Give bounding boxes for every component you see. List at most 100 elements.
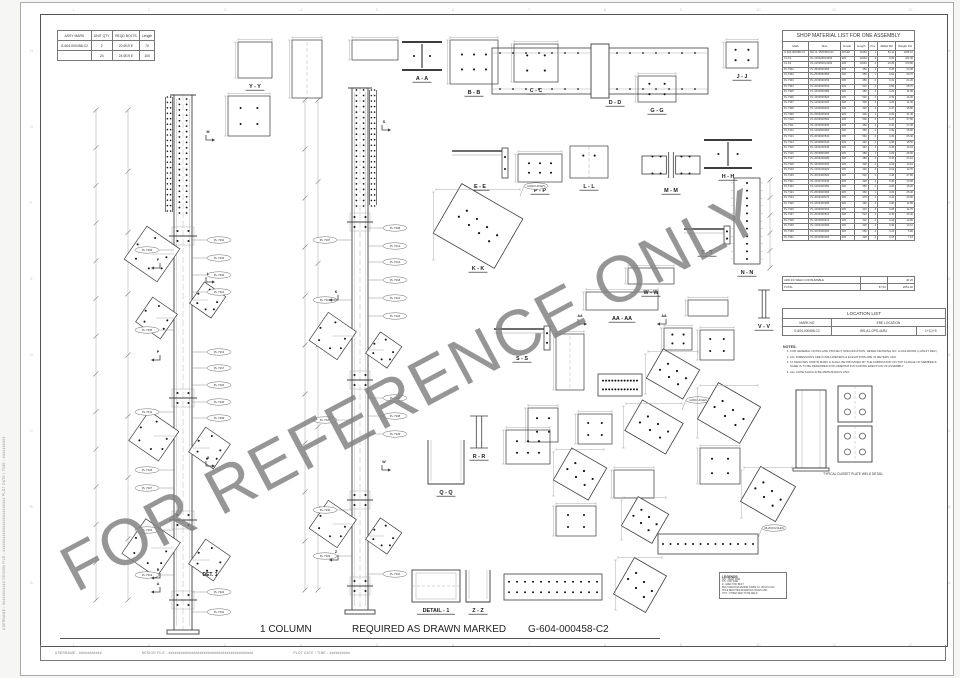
bolt-dot [747,48,750,51]
bolt-dot [734,423,737,427]
bolt-dot [577,88,579,90]
bolt-dot [185,212,188,214]
bolt-dot [178,184,181,187]
bolt-dot [465,209,468,212]
bolt-dot [139,426,142,429]
bolt-dot [566,513,570,517]
bolt-dot [734,48,737,51]
grid-number-bottom: 5 [376,642,379,647]
bolt-dot [166,177,169,180]
bolt-dot [187,513,190,517]
material-cell: G-604-000458-C2 [781,50,810,57]
bolt-dot [166,166,169,169]
bolt-dot [364,493,367,497]
section-cut-flag [205,135,212,141]
callout-text: PL.7322 [214,590,225,594]
material-cell: 11.30 [895,100,915,107]
bolt-dot [166,112,169,115]
bolt-dot [362,116,365,119]
bolt-dot [187,391,190,395]
bolt-dot [629,388,632,391]
bolt-dot [770,489,774,493]
rect [675,155,701,175]
bolt-dot [681,88,683,90]
assy-cell: 70 [139,40,155,51]
section-cut-arrow [151,266,154,270]
bolt-dot [370,161,373,163]
section-cut-flag [577,319,584,325]
section-detail [348,36,399,61]
material-cell: PL.7310 [781,117,810,124]
bolt-dot [734,59,737,62]
bolt-dot [605,388,608,391]
bolt-dot [169,161,172,163]
bolt-dot [629,379,632,382]
line [125,597,131,603]
bolt-dot [343,525,346,528]
bolt-dot [318,527,321,530]
bolt-dot [658,368,662,371]
material-cell: 60.70 [895,72,915,79]
section-cut-flag [332,555,339,561]
bolt-dot [370,89,373,91]
assy-header-cell: UNIT QTY [90,30,113,41]
bolt-dot [166,145,169,147]
bolt-dot [616,88,618,90]
bolt-dot [526,54,529,57]
bolt-dot [178,103,181,106]
rect [349,370,371,390]
bolt-dot [392,537,395,540]
callout-text: PL.7321 [390,296,401,300]
bolt-dot [166,96,169,98]
grid-letter-right: F [948,200,951,205]
bolt-dot [746,227,748,230]
bolt-dot [339,347,342,350]
callout-text: PL.7325 [320,418,331,422]
line [93,182,99,189]
section-cut-letter: AA [661,314,667,318]
section-cut-flag [332,295,339,301]
bolt-dot [582,513,586,517]
assy-cell: 24 [90,50,113,61]
bolt-dot [372,352,375,355]
hole-circle [859,448,866,456]
bolt-dot [355,138,358,141]
bolt-dot [178,136,181,138]
material-cell: PL.7306 [781,94,810,102]
grid-letter-right: D [948,352,951,357]
bolt-dot [362,133,365,136]
bolt-dot [185,119,188,122]
bolt-dot [185,114,188,117]
bolt-dot [210,547,213,549]
bolt-dot [484,68,488,71]
callout-text: PL.7326 [390,396,401,400]
bolt-dot [370,172,373,174]
bolt-dot [629,88,631,90]
callout-text: PL.7310 [390,572,401,576]
section-cut-arrow [212,280,215,284]
bolt-dot [370,183,373,185]
column-elevation: PL.7301PL.7304PL.7306PL.7310PL.7313PL.73… [121,94,232,635]
line [767,265,773,271]
grid-letter-left: C [30,428,33,433]
rect [415,572,457,600]
bolt-dot [512,88,514,90]
callout-text: PL.7303 [142,248,153,252]
grid-letter-right: A [948,580,951,585]
section-cut-flag [205,461,212,467]
material-header-cell: Weight KG [895,41,915,51]
section-detail-J-J: J - J [722,38,759,81]
location-header-cell: MARK NO [782,318,832,327]
grid-number-bottom: 1 [72,642,75,647]
line [302,195,308,201]
bolt-dot [206,457,209,460]
bolt-dot [355,177,358,180]
section-detail-S-S: S - S [494,325,551,363]
line [315,260,321,267]
bolt-dot [166,161,169,163]
